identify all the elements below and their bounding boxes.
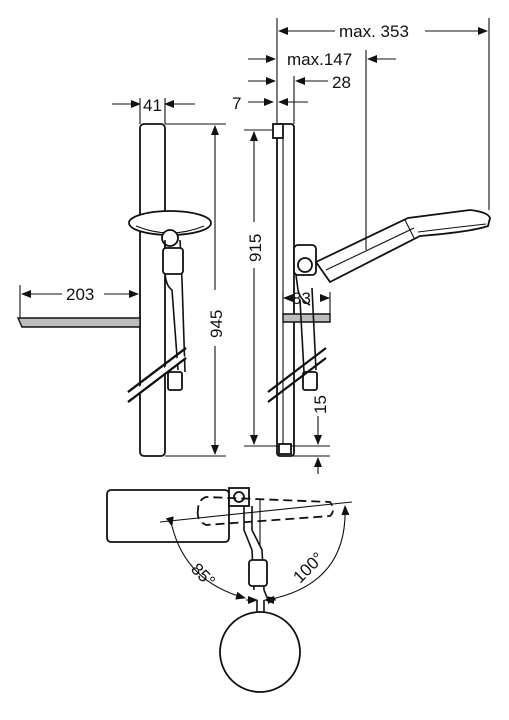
angle-85: 85° xyxy=(187,559,219,591)
front-view: 41 203 945 xyxy=(16,96,226,457)
dim-915: 915 xyxy=(246,234,265,262)
hand-shower-side xyxy=(314,209,491,284)
dim-max-353: max. 353 xyxy=(339,22,409,41)
shower-rail-side xyxy=(276,123,295,457)
shelf-side xyxy=(282,313,331,323)
shelf-top xyxy=(106,489,230,543)
dim-945: 945 xyxy=(207,310,226,338)
dim-41: 41 xyxy=(143,96,162,115)
top-view: 85° 100° xyxy=(106,487,353,693)
shower-head-top xyxy=(219,611,301,693)
dim-7: 7 xyxy=(232,94,241,113)
dim-28: 28 xyxy=(332,73,351,92)
shower-arm-top xyxy=(251,506,269,601)
dim-83: 83 xyxy=(292,289,311,308)
dim-203: 203 xyxy=(66,285,94,304)
dim-max-147: max.147 xyxy=(287,50,352,69)
dim-15: 15 xyxy=(311,395,330,414)
shower-rail-front xyxy=(139,123,166,457)
angle-100: 100° xyxy=(289,549,327,587)
side-view: max. 353 max.147 28 7 915 83 15 xyxy=(232,18,491,474)
shelf-front xyxy=(16,317,141,328)
